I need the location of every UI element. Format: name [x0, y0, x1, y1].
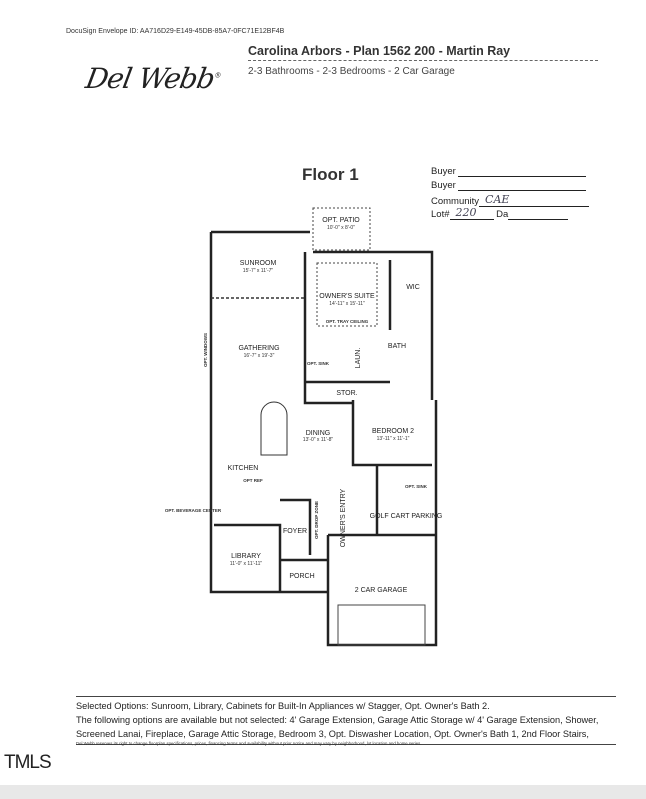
gathering-dims: 16'-7" x 19'-3" [244, 353, 275, 359]
patio-label: OPT. PATIO [322, 217, 360, 224]
opt-ref-label: OPT REF [243, 478, 263, 483]
kitchen-island [260, 401, 288, 456]
bedroom2-dims: 13'-11" x 11'-1" [377, 436, 410, 442]
gathering-label: GATHERING [238, 345, 279, 352]
opt-sink-label: OPT. SINK [307, 361, 330, 366]
buyer2-label: Buyer [431, 180, 456, 191]
community-label: Community [431, 196, 480, 207]
tray-ceiling-outline [316, 262, 378, 327]
dining-label: DINING [306, 430, 331, 437]
dining-dims: 13'-0" x 11'-8" [303, 437, 334, 443]
bedroom2-label: BEDROOM 2 [372, 428, 414, 435]
beverage-center-label: OPT. BEVERAGE CENTER [165, 508, 222, 513]
library-dims: 11'-0" x 11'-11" [230, 561, 263, 567]
plan-subtitle: 2-3 Bathrooms - 2-3 Bedrooms - 2 Car Gar… [248, 66, 455, 77]
floor-title: Floor 1 [302, 165, 359, 184]
patio-outline [312, 207, 371, 251]
lot-value: 220 [455, 206, 477, 219]
tray-ceiling-label: OPT. TRAY CEILING [326, 319, 369, 324]
wic-label: WIC [406, 284, 420, 291]
library-label: LIBRARY [231, 553, 261, 560]
title-divider [248, 60, 598, 61]
drop-zone-label: OPT. DROP ZONE [314, 501, 319, 539]
kitchen-label: KITCHEN [228, 465, 259, 472]
opt-sink2-label: OPT. SINK [405, 484, 428, 489]
storage-label: STOR. [336, 390, 357, 397]
owners-suite-label: OWNER'S SUITE [319, 293, 375, 300]
laundry-label: LAUN. [355, 348, 362, 369]
mls-watermark: TMLS [4, 752, 52, 773]
buyer2-field: Buyer [431, 180, 587, 191]
buyer1-field: Buyer [431, 166, 587, 177]
opt-windows-label: OPT. WINDOWS [203, 333, 208, 367]
walls [209, 230, 438, 647]
date-label: Da [496, 209, 509, 220]
foyer-label: FOYER [283, 528, 307, 535]
envelope-id: DocuSign Envelope ID: AA716D29-E149-45DB… [66, 28, 285, 35]
disclaimer: Del Webb reserves its right to change fl… [76, 741, 422, 746]
options-box: Selected Options: Sunroom, Library, Cabi… [76, 696, 616, 745]
sunroom-dims: 15'-7" x 11'-7" [243, 268, 274, 274]
community-field: Community CAE [431, 193, 590, 207]
golf-cart-label: GOLF CART PARKING [370, 513, 443, 520]
bottom-bar [0, 785, 646, 799]
plan-title: Carolina Arbors - Plan 1562 200 - Martin… [248, 44, 511, 58]
patio-dims: 10'-0" x 8'-0" [327, 225, 355, 231]
community-value: CAE [485, 193, 510, 206]
garage-door [337, 604, 426, 646]
buyer1-label: Buyer [431, 166, 456, 177]
porch-label: PORCH [289, 573, 314, 580]
bath-label: BATH [388, 343, 406, 350]
owners-suite-dims: 14'-11" x 15'-11" [329, 301, 365, 307]
sunroom-label: SUNROOM [240, 260, 277, 267]
lot-label: Lot# [431, 209, 450, 220]
unselected-options: The following options are available but … [76, 715, 599, 739]
garage-label: 2 CAR GARAGE [355, 587, 408, 594]
selected-options: Selected Options: Sunroom, Library, Cabi… [76, 701, 490, 711]
owners-entry-label: OWNER'S ENTRY [340, 488, 347, 547]
lot-field: Lot# 220 Da [431, 206, 569, 220]
